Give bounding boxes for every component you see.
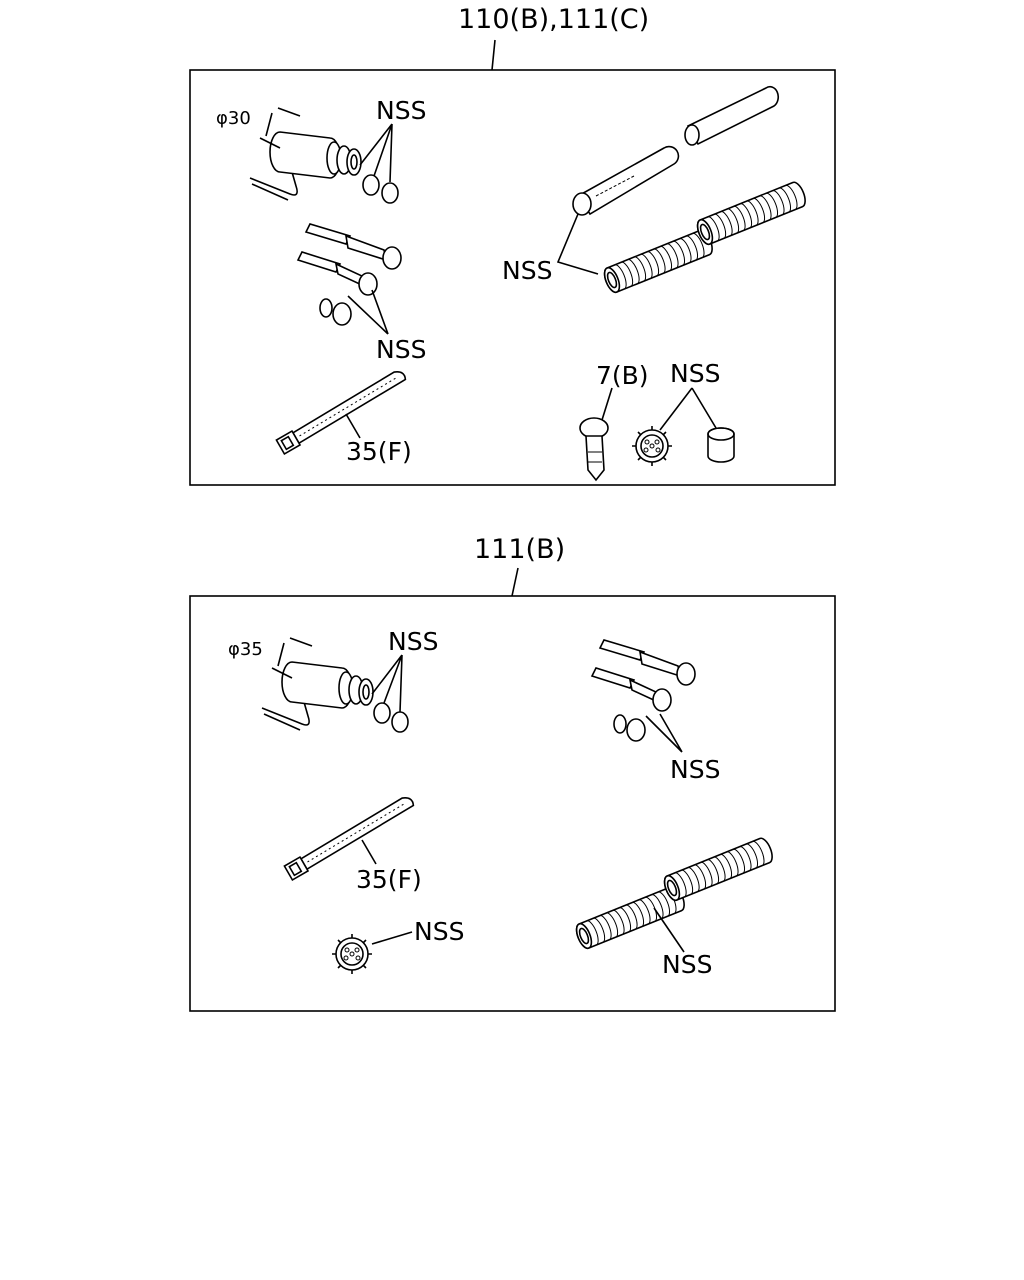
grommet-assembly: φ30 NSS [216,96,426,204]
terminal-assembly: NSS [591,639,720,784]
panel-title: 111(B) [474,534,565,565]
o-ring [391,711,409,733]
corrugated-tube: NSS [572,835,776,979]
o-ring [373,702,391,724]
grommet-assembly: φ35 NSS [228,627,438,733]
o-ring [362,174,380,196]
o-ring [381,182,399,204]
panel-bottom: 111(B) φ35 NSS NSS 35(F) [189,534,836,1012]
nss-label: NSS [414,917,464,946]
nss-label: NSS [662,950,712,979]
panel-top: 110(B),111(C) φ30 NSS NSS 35(F) [189,4,836,486]
nss-label: NSS [670,755,720,784]
diameter-label: φ35 [228,639,263,660]
panel-frame [189,595,836,1012]
cable-tie: 35(F) [283,793,422,894]
nss-label: NSS [376,335,426,364]
cap-parts: NSS [631,359,735,467]
corrugated-tube: NSS [502,179,809,296]
diameter-label: φ30 [216,108,251,129]
cable-tie: 35(F) [275,367,412,466]
title-leader [511,567,519,597]
part-label-35f: 35(F) [346,437,412,466]
nss-label: NSS [670,359,720,388]
tube-assembly [572,85,779,216]
title-leader [491,39,496,71]
clip: 7(B) [579,361,649,482]
part-label-7b: 7(B) [596,361,649,390]
panel-frame [189,69,836,486]
gear-cap: NSS [331,917,464,975]
nss-label: NSS [388,627,438,656]
panel-title: 110(B),111(C) [458,4,649,35]
nss-label: NSS [502,256,552,285]
nss-label: NSS [376,96,426,125]
terminal-assembly: NSS [297,223,426,364]
part-label-35f: 35(F) [356,865,422,894]
